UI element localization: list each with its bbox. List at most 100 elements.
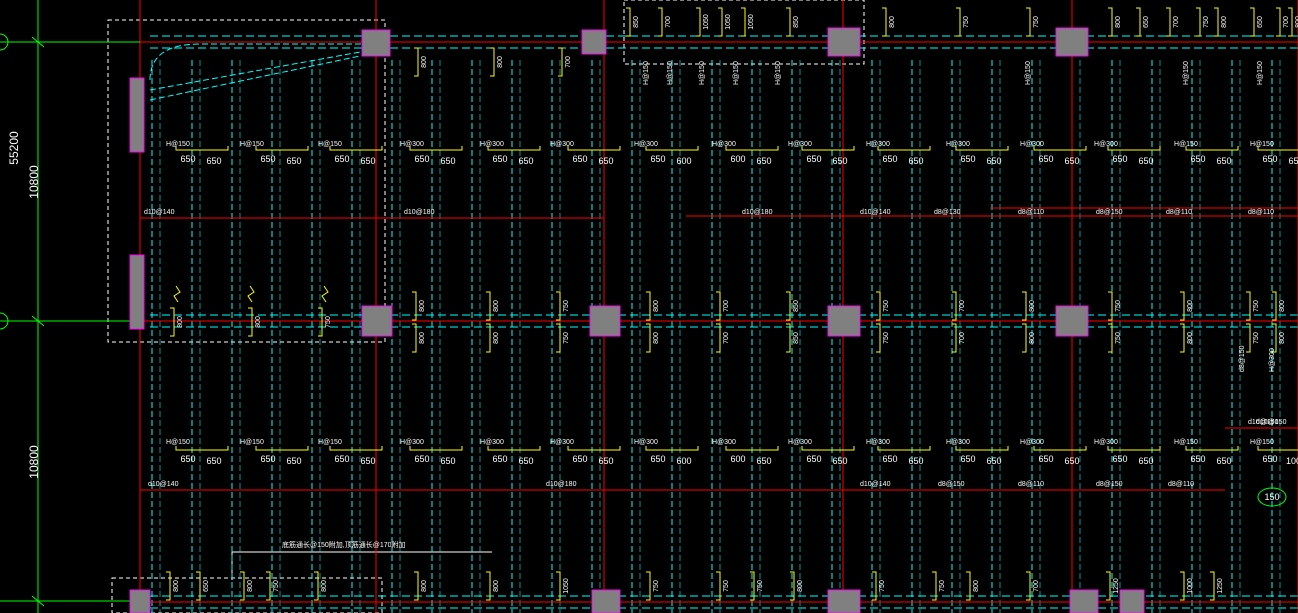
axis-lines-group: [0, 0, 140, 613]
row2-dim-dn-10-mark: [1180, 323, 1185, 353]
row1-dim-8-right: 650: [832, 156, 847, 166]
row2-dim-up-0-mark: [412, 291, 417, 321]
axis-bubble-middle: [0, 312, 9, 330]
top-dim-15-label: 700: [1283, 16, 1290, 28]
row1-note-8: d8@110: [1248, 209, 1274, 216]
axis-tick-1: [31, 315, 45, 327]
top-dim-15-mark: [1276, 7, 1281, 37]
row3-dim-3-right: 650: [440, 456, 455, 466]
row2-dim-dn-0-mark: [412, 323, 417, 353]
row1-dim-11-right: 650: [1064, 156, 1079, 166]
row1-dim-8-bracket: [801, 146, 855, 151]
row3-dim-12-left: 650: [1112, 454, 1127, 464]
bottom-dim-5-label: 800: [421, 580, 428, 592]
bottom-dim-1-mark: [196, 571, 201, 601]
bottom-dim-7-label: 1050: [563, 578, 570, 594]
row2-left-dim-0-mark: [170, 307, 175, 337]
row1-dim-10-right: 650: [986, 156, 1001, 166]
bottom-dim-14-mark: [966, 571, 971, 601]
top-dim-4-label: 1050: [748, 14, 755, 30]
row3-label-14: H@150: [1250, 439, 1274, 446]
top-dim-low-1-mark: [490, 47, 495, 77]
top-label-6: H@150: [1183, 61, 1190, 85]
row1-label-10: H@300: [946, 141, 970, 148]
row3-dim-3-bracket: [409, 446, 463, 451]
top-label-2: H@150: [699, 61, 706, 85]
row2-dim-up-6-label: 750: [883, 300, 890, 312]
row1-label-3: H@300: [400, 141, 424, 148]
top-label-4: H@150: [775, 61, 782, 85]
row1-dim-9-left: 650: [882, 154, 897, 164]
row2-dim-up-1-label: 800: [493, 300, 500, 312]
bottom-dim-16-mark: [1106, 571, 1111, 601]
row3-note-5: d8@150: [1096, 481, 1123, 488]
row2-label-0: d8@150: [1239, 345, 1246, 372]
row3-dim-11-right: 650: [1064, 456, 1079, 466]
top-dim-9-label: 800: [1115, 16, 1122, 28]
row1-dim-9-bracket: [877, 146, 931, 151]
top-dim-low-2-label: 700: [565, 56, 572, 68]
row1-dim-10-left: 650: [960, 154, 975, 164]
row1-label-13: H@150: [1174, 141, 1198, 148]
row3-dim-1-left: 650: [260, 454, 275, 464]
row1-label-7: H@300: [712, 141, 736, 148]
row3-dim-2-right: 650: [360, 456, 375, 466]
row2-dim-up-10-mark: [1180, 291, 1185, 321]
row3-dim-12-bracket: [1107, 446, 1161, 451]
row3-note-1: d10@180: [546, 481, 577, 488]
top-dim-2-label: 1050: [703, 14, 710, 30]
row3-dim-7-left: 600: [730, 454, 745, 464]
row3-label-0: H@150: [166, 439, 190, 446]
row3-note-6: d8@110: [1168, 481, 1194, 488]
row3-dim-6-bracket: [645, 446, 699, 451]
top-label-3: H@150: [733, 61, 740, 85]
row2-dim-up-3-mark: [646, 291, 651, 321]
row1-dim-3-right: 650: [440, 156, 455, 166]
top-label-1: H@150: [667, 61, 674, 85]
row3-dim-4-left: 650: [492, 454, 507, 464]
row2-dim-up-10-label: 800: [1187, 300, 1194, 312]
row1-dim-14-bracket: [1257, 146, 1298, 151]
column-4: [361, 305, 393, 337]
top-dim-4-mark: [741, 7, 746, 37]
row3-dim-13-right: 650: [1216, 456, 1231, 466]
top-dim-1-mark: [658, 7, 663, 37]
row2-dim-dn-0-label: 800: [419, 332, 426, 344]
top-dim-11-label: 700: [1173, 16, 1180, 28]
bottom-dim-8-label: 750: [653, 580, 660, 592]
row1-dim-12-left: 650: [1112, 154, 1127, 164]
row2-dim-dn-8-label: 800: [1029, 332, 1036, 344]
row2-dim-up-4-label: 700: [723, 300, 730, 312]
row1-dim-13-right: 650: [1216, 156, 1231, 166]
row3-label-9: H@300: [866, 439, 890, 446]
row3-dim-8-bracket: [801, 446, 855, 451]
bottom-dim-18-label: 1250: [1217, 578, 1224, 594]
row3-label-11: H@300: [1020, 439, 1044, 446]
top-dim-13-label: 800: [1221, 16, 1228, 28]
row3-dim-5-left: 650: [572, 454, 587, 464]
row1-label-8: H@300: [788, 141, 812, 148]
bottom-dim-10-label: 750: [757, 580, 764, 592]
top-dim-14-mark: [1250, 7, 1255, 37]
bottom-dim-13-mark: [932, 571, 937, 601]
row2-dim-up-8-mark: [1022, 291, 1027, 321]
reinforcement-note: 底筋通长@150附加,顶筋通长@170附加: [282, 540, 406, 549]
dim-total-55200: 55200: [7, 131, 21, 165]
row2-dim-dn-12-label: 800: [1279, 332, 1286, 344]
row2-dim-up-5-mark: [786, 291, 791, 321]
bottom-dim-7-mark: [556, 571, 561, 601]
row2-dim-dn-12-mark: [1272, 323, 1277, 353]
row2-dim-up-8-label: 800: [1029, 300, 1036, 312]
row3-note-8: d10@150: [1256, 419, 1287, 426]
bottom-dim-3-mark: [266, 571, 271, 601]
row2-dim-dn-4-label: 700: [723, 332, 730, 344]
row1-dim-5-left: 650: [572, 154, 587, 164]
top-dim-6-mark: [882, 7, 887, 37]
bottom-dim-17-label: 1000: [1187, 578, 1194, 594]
row3-dim-14-bracket: [1257, 446, 1298, 451]
row2-dim-dn-1-label: 800: [493, 332, 500, 344]
row1-dim-2-left: 650: [334, 154, 349, 164]
